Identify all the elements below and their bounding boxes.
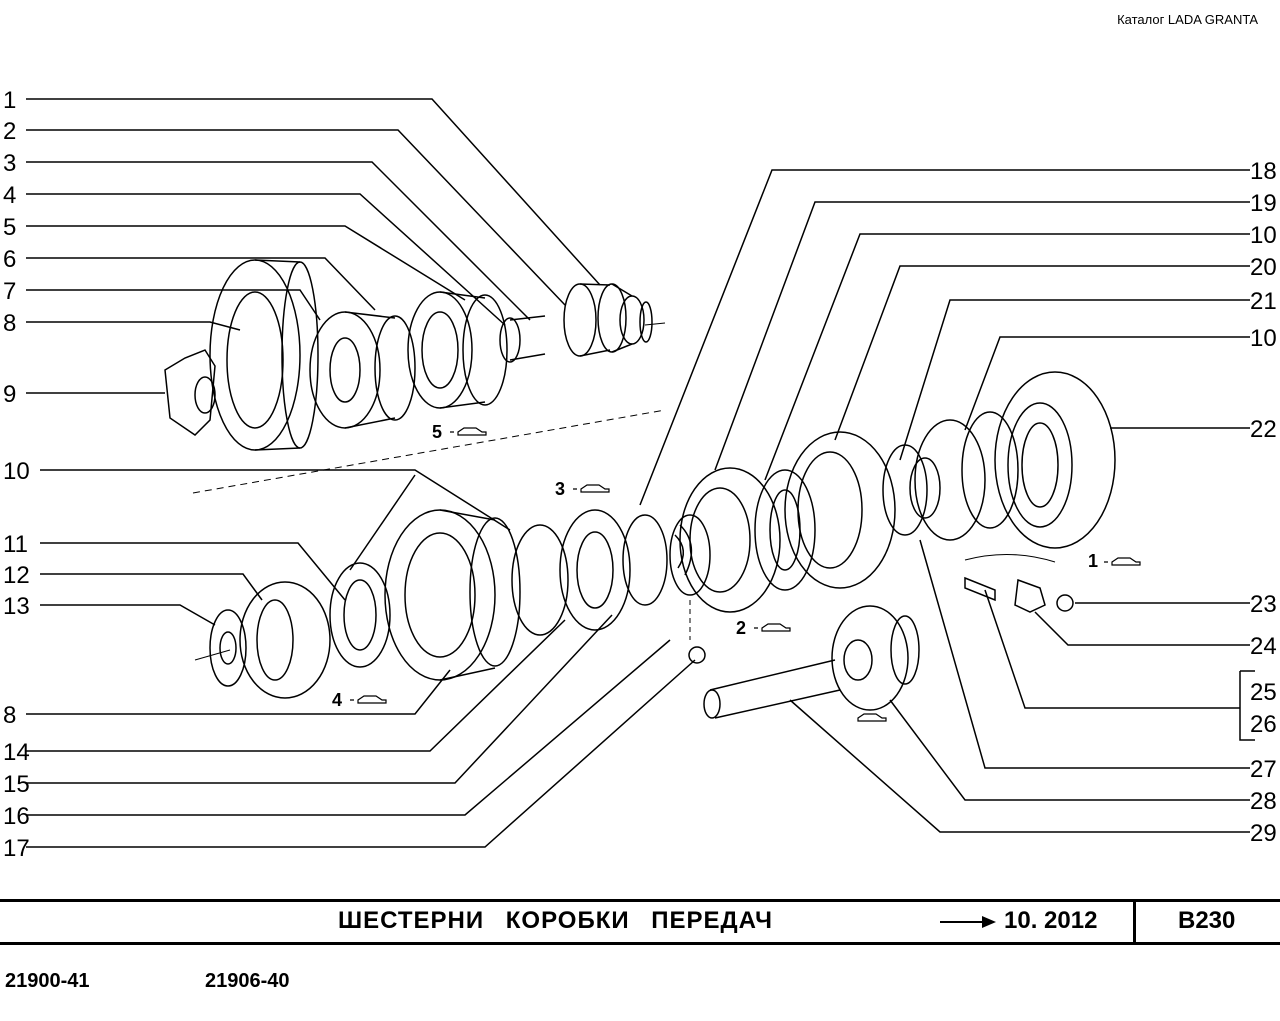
arrow-right-icon (940, 916, 996, 928)
callout-17: 17 (3, 835, 30, 862)
callout-1: 1 (3, 87, 16, 114)
leader-line (919, 539, 1250, 769)
callout-9: 9 (3, 381, 16, 408)
footer-rule-top (0, 899, 1280, 902)
callout-16: 16 (3, 803, 30, 830)
gearbox-exploded-diagram: 1 2 3 4 5 6 7 8 9 10 11 12 13 18 19 10 2… (3, 87, 1277, 862)
leader-line (26, 614, 613, 784)
callout-8: 8 (3, 310, 16, 337)
leader-line (714, 201, 1250, 471)
axis-line (644, 322, 666, 326)
axis-line (194, 649, 231, 661)
car-icon (754, 623, 791, 632)
leader-line (26, 659, 696, 848)
leader-line (26, 289, 321, 321)
gear-marker-1: 1 (1088, 551, 1098, 571)
callout-10c: 10 (1250, 325, 1277, 352)
leader-line (26, 225, 466, 301)
leader-line (1239, 670, 1255, 741)
car-icon (350, 695, 387, 704)
callout-4: 4 (3, 182, 16, 209)
callout-8b: 8 (3, 702, 16, 729)
gear-marker-5: 5 (432, 422, 442, 442)
leader-line (984, 589, 1240, 709)
callout-23: 23 (1250, 591, 1277, 618)
car-icon (857, 713, 887, 722)
callout-22: 22 (1250, 416, 1277, 443)
gear-marker-3: 3 (555, 479, 565, 499)
catalog-title: Каталог LADA GRANTA (1117, 12, 1258, 27)
car-icon (450, 427, 487, 436)
leader-line (26, 129, 566, 306)
callout-10b: 10 (1250, 222, 1277, 249)
callout-3: 3 (3, 150, 16, 177)
leader-line (26, 639, 671, 816)
leader-line (40, 542, 346, 601)
reverse-idler (703, 605, 920, 719)
callout-18: 18 (1250, 158, 1277, 185)
callout-6: 6 (3, 246, 16, 273)
lower-shaft-assembly (209, 371, 1116, 699)
leader-line (40, 469, 511, 531)
callout-24: 24 (1250, 633, 1277, 660)
callout-11: 11 (3, 531, 28, 558)
callout-13: 13 (3, 593, 30, 620)
car-icon (573, 484, 610, 493)
leader-line (1034, 611, 1250, 646)
footer-separator (1133, 902, 1136, 944)
leader-line (26, 619, 566, 752)
callout-21: 21 (1250, 288, 1277, 315)
callout-14: 14 (3, 739, 30, 766)
callout-29: 29 (1250, 820, 1277, 847)
model-code-2: 21906-40 (205, 970, 290, 992)
leader-line (964, 336, 1250, 431)
callout-15: 15 (3, 771, 30, 798)
gear-marker-4: 4 (332, 690, 342, 710)
gear-marker-2: 2 (736, 618, 746, 638)
car-icon (1104, 557, 1141, 566)
leader-line (26, 161, 531, 321)
callout-2: 2 (3, 118, 16, 145)
leader-line (40, 573, 263, 601)
leader-line (26, 321, 241, 331)
leader-line (764, 233, 1250, 481)
footer-rule-bottom (0, 942, 1280, 945)
callout-20: 20 (1250, 254, 1277, 281)
callout-7: 7 (3, 278, 16, 305)
footer-date: 10. 2012 (1004, 907, 1098, 934)
leader-line (834, 265, 1250, 441)
footer-code: B230 (1178, 907, 1236, 934)
axis-line (192, 409, 666, 494)
callout-19: 19 (1250, 190, 1277, 217)
callout-5: 5 (3, 214, 16, 241)
page-title: ШЕСТЕРНИ КОРОБКИ ПЕРЕДАЧ (338, 907, 774, 934)
leader-line (26, 669, 451, 715)
leader-line (26, 193, 506, 326)
callout-27: 27 (1250, 756, 1277, 783)
leader-line (26, 257, 376, 311)
axis-line (964, 554, 1056, 563)
callout-26: 26 (1250, 711, 1277, 738)
leader-line (26, 98, 601, 286)
leader-line (889, 699, 1250, 801)
detent-parts (688, 576, 1074, 664)
leader-line (349, 474, 416, 571)
leader-line (899, 299, 1250, 461)
callout-25: 25 (1250, 679, 1277, 706)
callout-10: 10 (3, 458, 30, 485)
model-code-1: 21900-41 (5, 970, 90, 992)
callout-12: 12 (3, 562, 30, 589)
leader-line (639, 169, 1250, 506)
callout-28: 28 (1250, 788, 1277, 815)
leader-line (40, 604, 216, 626)
leader-line (789, 699, 1250, 833)
upper-shaft-assembly (164, 259, 653, 451)
